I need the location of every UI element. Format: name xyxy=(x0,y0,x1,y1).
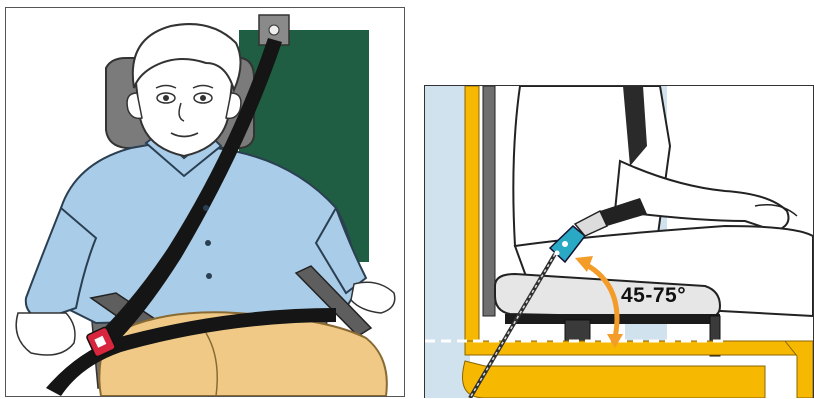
latch-dot xyxy=(555,251,560,256)
backrest-cushion xyxy=(483,86,495,316)
seat-pan xyxy=(505,314,720,324)
anchor-bolt xyxy=(269,25,279,35)
shirt-button xyxy=(203,205,209,211)
child-seatbelt-drawing xyxy=(6,8,404,396)
left-hand xyxy=(16,313,75,355)
right-pupil xyxy=(200,95,206,101)
shirt-button xyxy=(205,240,211,246)
belt-angle-closeup: 45-75° xyxy=(424,85,814,398)
shirt-button xyxy=(206,273,212,279)
right-hand xyxy=(351,282,395,313)
seat-frame-rail xyxy=(465,341,813,355)
window-panel-left xyxy=(425,86,470,398)
belt-angle-drawing xyxy=(425,86,813,398)
child-wheelchair-illustration xyxy=(5,7,405,397)
latch-dot xyxy=(562,241,568,247)
backrest-frame xyxy=(465,86,479,346)
belt-angle-label: 45-75° xyxy=(621,284,686,308)
base-frame xyxy=(463,361,766,398)
left-pupil xyxy=(163,95,169,101)
